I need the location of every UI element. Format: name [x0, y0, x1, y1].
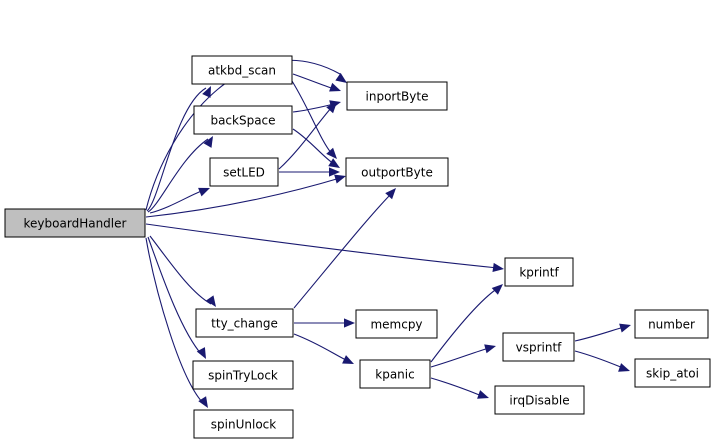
node-memcpy[interactable]: memcpy: [355, 309, 438, 339]
node-box[interactable]: [193, 409, 294, 439]
arrowhead: [202, 86, 211, 98]
node-layer: keyboardHandler atkbd_scan backSpace setLED…: [4, 55, 711, 439]
node-box[interactable]: [346, 81, 448, 111]
node-spinTryLock[interactable]: spinTryLock: [192, 360, 294, 390]
node-label: kprintf: [519, 266, 559, 280]
node-label: keyboardHandler: [24, 217, 127, 231]
edge-tty_change-to-memcpy: [294, 318, 355, 328]
edge-keyboardHandler-to-atkbd_scan: [146, 86, 211, 212]
arrowhead: [618, 363, 630, 372]
node-number[interactable]: number: [634, 309, 709, 339]
node-box[interactable]: [345, 157, 449, 187]
arrowhead: [484, 344, 496, 354]
node-box[interactable]: [195, 308, 294, 338]
edge-keyboardHandler-to-inportByte: [145, 59, 347, 211]
arrowhead: [326, 102, 337, 114]
edge-keyboardHandler-to-setLED: [149, 187, 210, 214]
edge-layer: [145, 59, 631, 408]
node-box[interactable]: [193, 105, 293, 135]
arrowhead: [491, 284, 503, 295]
node-kprintf[interactable]: kprintf: [504, 257, 574, 287]
node-label: setLED: [223, 166, 265, 180]
node-box[interactable]: [209, 157, 279, 187]
node-spinUnlock[interactable]: spinUnlock: [193, 409, 294, 439]
node-label: outportByte: [361, 166, 433, 180]
arrowhead: [477, 390, 489, 399]
arrowhead: [198, 187, 210, 197]
edge-kpanic-to-kprintf: [430, 284, 503, 363]
node-label: kpanic: [375, 368, 414, 382]
edge-kpanic-to-vsprintf: [430, 344, 496, 368]
node-label: backSpace: [210, 114, 275, 128]
node-label: atkbd_scan: [208, 64, 276, 78]
node-label: spinTryLock: [208, 369, 278, 383]
node-kpanic[interactable]: kpanic: [359, 359, 431, 389]
node-keyboardHandler[interactable]: keyboardHandler: [4, 208, 146, 238]
edge-tty_change-to-kpanic: [293, 333, 354, 364]
node-label: vsprintf: [516, 341, 563, 355]
arrowhead: [203, 136, 213, 148]
edge-keyboardHandler-to-kprintf: [145, 223, 504, 273]
edge-setLED-to-outportByte: [279, 167, 340, 177]
node-tty_change[interactable]: tty_change: [195, 308, 294, 338]
edge-keyboardHandler-to-tty_change: [149, 235, 216, 307]
arrowhead: [198, 396, 208, 408]
arrowhead: [492, 262, 504, 273]
edge-keyboardHandler-to-outportByte: [145, 174, 346, 218]
node-box[interactable]: [494, 385, 585, 415]
edge-keyboardHandler-to-spinUnlock: [145, 237, 208, 408]
node-backSpace[interactable]: backSpace: [193, 105, 293, 135]
node-label: spinUnlock: [211, 418, 276, 432]
arrowhead: [326, 147, 337, 159]
arrowhead: [344, 318, 355, 328]
node-box[interactable]: [192, 360, 294, 390]
node-box[interactable]: [634, 358, 711, 388]
node-box[interactable]: [634, 309, 709, 339]
node-box[interactable]: [502, 332, 575, 362]
node-box[interactable]: [191, 55, 293, 85]
node-vsprintf[interactable]: vsprintf: [502, 332, 575, 362]
edge-atkbd_scan-to-inportByte: [292, 73, 341, 92]
edge-backSpace-to-outportByte: [292, 128, 340, 168]
arrowhead: [385, 188, 396, 200]
arrowhead: [329, 82, 341, 92]
node-label: tty_change: [211, 317, 278, 331]
node-label: skip_atoi: [646, 367, 699, 381]
arrowhead: [196, 347, 206, 359]
edge-setLED-to-inportByte: [278, 102, 337, 170]
node-box[interactable]: [355, 309, 438, 339]
node-irqDisable[interactable]: irqDisable: [494, 385, 585, 415]
node-box[interactable]: [504, 257, 574, 287]
arrowhead: [334, 174, 346, 184]
edge-tty_change-to-outportByte: [293, 188, 396, 309]
node-box[interactable]: [359, 359, 431, 389]
edge-atkbd_scan-to-outportByte: [291, 80, 337, 159]
node-setLED[interactable]: setLED: [209, 157, 279, 187]
arrowhead: [205, 295, 216, 307]
edge-keyboardHandler-to-spinTryLock: [147, 236, 206, 359]
edge-kpanic-to-irqDisable: [430, 377, 489, 399]
node-outportByte[interactable]: outportByte: [345, 157, 449, 187]
edge-vsprintf-to-skip_atoi: [574, 350, 630, 372]
arrowhead: [328, 158, 340, 168]
node-label: memcpy: [370, 318, 422, 332]
edge-keyboardHandler-to-backSpace: [147, 136, 213, 213]
arrowhead: [335, 72, 347, 83]
node-label: inportByte: [366, 90, 429, 104]
node-skip_atoi[interactable]: skip_atoi: [634, 358, 711, 388]
node-label: number: [648, 318, 695, 332]
node-inportByte[interactable]: inportByte: [346, 81, 448, 111]
node-box[interactable]: [4, 208, 146, 238]
arrowhead: [342, 355, 354, 364]
arrowhead: [329, 167, 340, 177]
arrowhead: [619, 323, 631, 333]
edge-vsprintf-to-number: [574, 323, 631, 342]
node-label: irqDisable: [509, 394, 569, 408]
node-atkbd_scan[interactable]: atkbd_scan: [191, 55, 293, 85]
